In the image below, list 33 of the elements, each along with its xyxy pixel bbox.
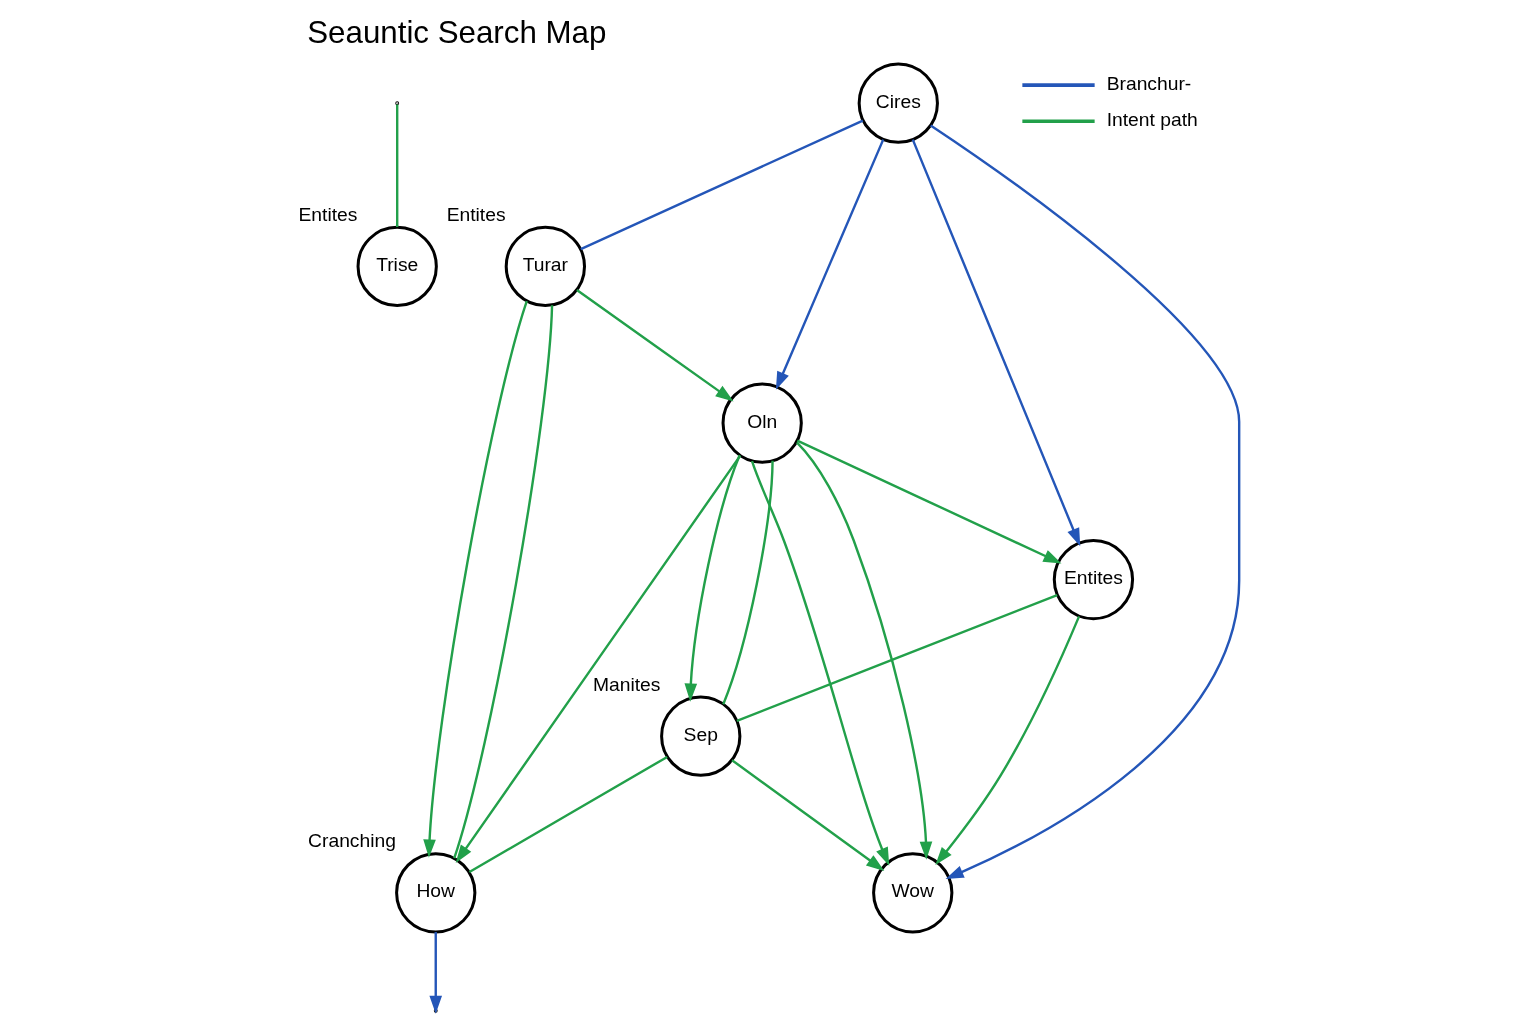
node-circle: Trise [356, 225, 438, 308]
legend-label: Intent path [1106, 108, 1198, 130]
node-circle: Cires [857, 62, 939, 144]
arrow [796, 439, 1061, 564]
arrow [684, 454, 741, 702]
node-label: Entites [297, 204, 357, 226]
node-circle: Oln [721, 382, 803, 464]
connector [735, 593, 1058, 722]
arrow [934, 615, 1080, 866]
legend-label: Branchur- [1106, 72, 1191, 94]
node-label: Entites [446, 204, 506, 226]
arrow [795, 441, 932, 860]
node-circle: Wow [871, 852, 953, 934]
node-label: Cranching [307, 830, 396, 852]
arrow [730, 759, 884, 871]
arrow [929, 124, 1240, 879]
arrow [455, 454, 741, 864]
diagram-title: Seauntic Search Map [306, 14, 606, 50]
connector [468, 755, 668, 874]
node-circle: Turar [504, 225, 586, 308]
connector [395, 104, 398, 227]
node-circle: Entites [1052, 538, 1134, 621]
arrow [775, 139, 884, 390]
arrow [422, 300, 528, 858]
node-circle: How [394, 852, 476, 934]
arrow [575, 289, 734, 402]
arrow [750, 460, 889, 866]
node-label: Manites [592, 673, 660, 695]
connector [579, 119, 863, 251]
node-circle: Sep [659, 695, 741, 777]
connector [721, 460, 774, 705]
connector [452, 305, 553, 859]
arrow [911, 139, 1080, 547]
